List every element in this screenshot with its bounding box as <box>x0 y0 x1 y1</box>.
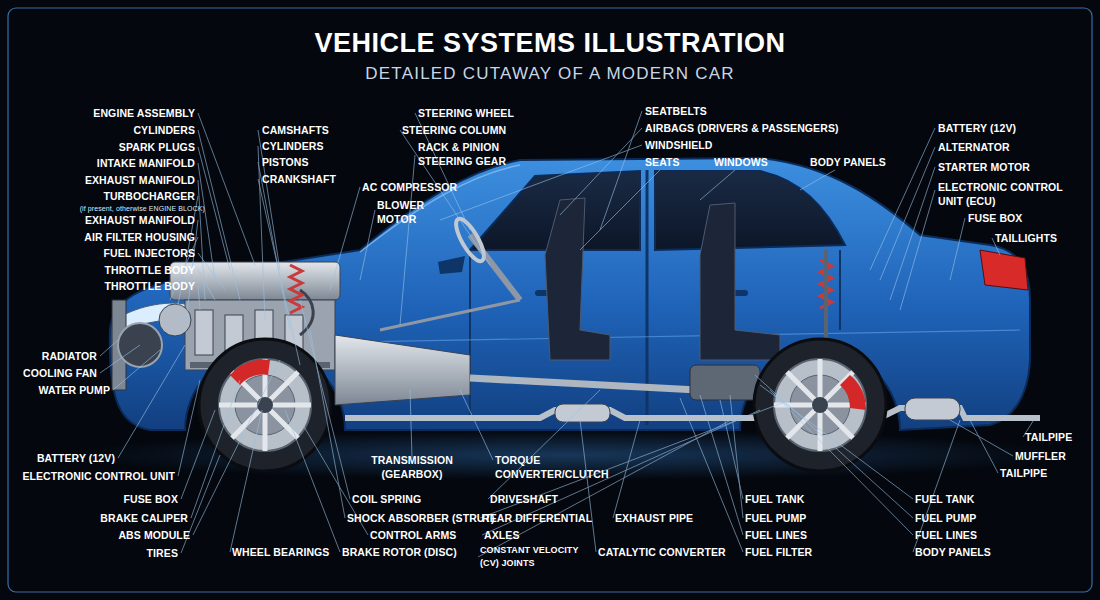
rear-wheel <box>754 339 886 471</box>
taillight <box>980 250 1028 290</box>
leader-lines <box>100 111 1035 557</box>
transmission <box>335 335 470 405</box>
part-label: CRANKSHAFT <box>262 172 336 186</box>
part-label: SEATS <box>645 155 680 169</box>
part-label: FUEL INJECTORS <box>104 246 195 260</box>
part-label: FUEL PUMP <box>745 511 806 525</box>
part-label: STEERING WHEEL <box>418 106 514 120</box>
part-label: ELECTRONIC CONTROL UNIT <box>22 469 175 483</box>
part-label: BATTERY (12V) <box>938 121 1016 135</box>
part-label: DRIVESHAFT <box>490 492 558 506</box>
part-label: FUEL TANK <box>915 492 974 506</box>
part-label: RACK & PINION STEERING GEAR <box>418 140 513 168</box>
part-label: BATTERY (12V) <box>37 451 115 465</box>
part-label: BRAKE ROTOR (DISC) <box>342 545 457 559</box>
part-label: FUEL PUMP <box>915 511 976 525</box>
part-label: SEATBELTS <box>645 104 707 118</box>
part-label: TIRES <box>147 546 178 560</box>
part-label: CONTROL ARMS <box>370 528 456 542</box>
part-label: EXHAUST MANIFOLD <box>85 173 195 187</box>
part-label: AIRBAGS (DRIVERS & PASSENGERS) <box>645 121 839 135</box>
part-label: SHOCK ABSORBER (STRUT) <box>347 511 495 525</box>
coil-spring <box>300 290 313 335</box>
part-label: CAMSHAFTS <box>262 123 329 137</box>
fuel-tank <box>690 365 760 400</box>
part-label: FUSE BOX <box>968 211 1022 225</box>
rear-window <box>655 171 845 250</box>
rear-seat <box>700 203 780 360</box>
part-label: FUEL LINES <box>915 528 977 542</box>
part-label: BRAKE CALIPER <box>100 511 188 525</box>
front-wheel <box>199 339 331 471</box>
part-label: CYLINDERS <box>133 123 195 137</box>
steering-wheel <box>451 215 489 265</box>
part-label: WINDSHIELD <box>645 138 713 152</box>
part-label: INTAKE MANIFOLD <box>97 156 195 170</box>
part-label: BODY PANELS <box>915 545 991 559</box>
part-label: FUEL TANK <box>745 492 804 506</box>
part-label: FUEL LINES <box>745 528 807 542</box>
part-label: CYLINDERS <box>262 139 324 153</box>
part-label: ABS MODULE <box>118 528 190 542</box>
part-label: EXHAUST MANIFOLD <box>85 213 195 227</box>
shock-absorber <box>824 250 828 340</box>
part-label: REAR DIFFERENTIAL <box>482 511 592 525</box>
part-label: TORQUE CONVERTER/CLUTCH <box>495 453 615 481</box>
intake-manifold <box>170 262 340 300</box>
steering-column <box>470 235 520 300</box>
part-label: TURBOCHARGER <box>103 189 195 203</box>
part-label: COIL SPRING <box>352 492 421 506</box>
mirror <box>438 256 465 274</box>
part-label: (if present, otherwise ENGINE BLOCK) <box>80 204 205 213</box>
part-label: THROTTLE BODY <box>104 279 195 293</box>
part-label: SPARK PLUGS <box>119 140 195 154</box>
part-label: WINDOWS <box>714 155 768 169</box>
part-label: AC COMPRESSOR <box>362 180 457 194</box>
part-label: TAILLIGHTS <box>995 231 1057 245</box>
muffler <box>905 398 960 420</box>
door-seam <box>839 250 841 330</box>
part-label: BLOWER MOTOR <box>377 198 429 226</box>
frame <box>8 8 1092 592</box>
part-label: WHEEL BEARINGS <box>232 545 329 559</box>
part-label: ALTERNATOR <box>938 140 1010 154</box>
part-label: EXHAUST PIPE <box>615 511 693 525</box>
part-label: PISTONS <box>262 155 309 169</box>
part-label: CONSTANT VELOCITY (CV) JOINTS <box>480 544 595 570</box>
part-label: TRANSMISSION (GEARBOX) <box>362 453 462 481</box>
part-label: STARTER MOTOR <box>938 160 1030 174</box>
part-label: ENGINE ASSEMBLY <box>93 106 195 120</box>
title: VEHICLE SYSTEMS ILLUSTRATION <box>0 28 1100 59</box>
part-label: STEERING COLUMN <box>402 123 506 137</box>
part-label: AXLES <box>484 528 520 542</box>
part-label: TAILPIPE <box>1000 466 1047 480</box>
part-label: CATALYTIC CONVERTER <box>598 545 726 559</box>
piston <box>195 310 213 355</box>
part-label: FUEL FILTER <box>745 545 812 559</box>
subtitle: DETAILED CUTAWAY OF A MODERN CAR <box>0 64 1100 84</box>
front-seat <box>545 198 610 360</box>
part-label: TAILPIPE <box>1025 430 1072 444</box>
part-label: MUFFLER <box>1015 449 1066 463</box>
part-label: COOLING FAN <box>23 366 97 380</box>
front-coil-spring <box>290 265 302 313</box>
part-label: AIR FILTER HOUSING <box>84 230 195 244</box>
part-label: RADIATOR <box>42 349 97 363</box>
part-label: FUSE BOX <box>124 492 178 506</box>
part-label: WATER PUMP <box>39 383 110 397</box>
part-label: ELECTRONIC CONTROL UNIT (ECU) <box>938 180 1063 208</box>
part-label: THROTTLE BODY <box>104 263 195 277</box>
part-label: BODY PANELS <box>810 155 886 169</box>
